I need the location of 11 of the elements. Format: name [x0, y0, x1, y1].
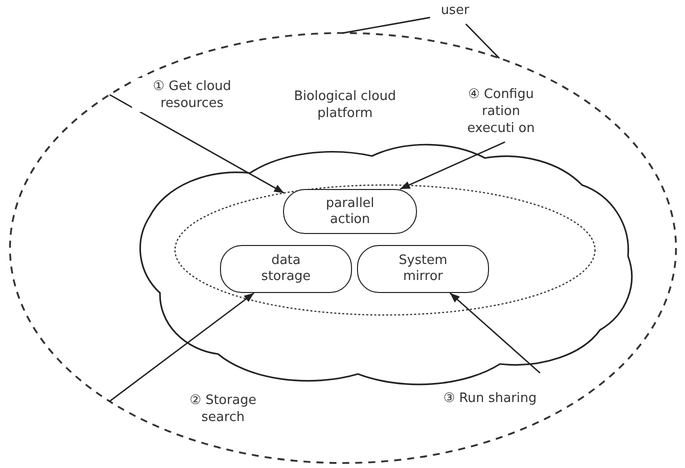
node-label: user [440, 2, 470, 19]
process-box: data storage [220, 245, 352, 293]
leader-line [342, 16, 430, 34]
arrow [109, 292, 254, 402]
arrow [450, 292, 540, 374]
arrow [109, 94, 284, 194]
arrow [400, 141, 506, 190]
process-box: parallel action [283, 189, 417, 234]
leader-line [465, 24, 500, 59]
cloud-title: Biological cloud platform [293, 88, 397, 122]
process-box: System mirror [357, 245, 489, 293]
